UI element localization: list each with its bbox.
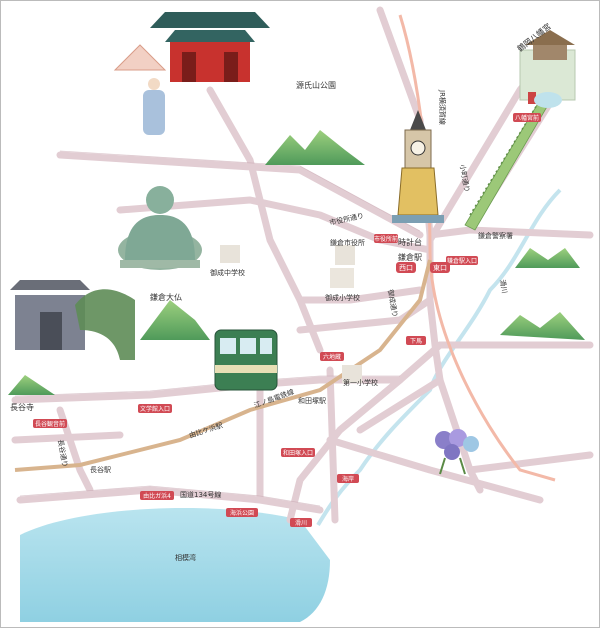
hasedera-gate-illustration — [10, 280, 135, 360]
label-tokeidai: 時計台 — [398, 237, 422, 247]
sign-city-hall: 市役所前 — [374, 234, 398, 243]
sign-rokujizo: 六地蔵 — [320, 352, 344, 361]
clock-tower-illustration — [392, 110, 444, 223]
label-hasedera: 長谷寺 — [10, 403, 34, 412]
sign-kaihinkoen: 海浜公園 — [226, 508, 258, 517]
sign-station-entrance-text: 鎌倉駅入口 — [447, 257, 477, 265]
sign-namerikawa-text: 滑川 — [295, 519, 307, 527]
label-kamakura-city-hall: 鎌倉市役所 — [330, 238, 365, 247]
sign-hase-kannon-text: 長谷観音前 — [35, 420, 65, 428]
hills — [8, 130, 585, 395]
sign-shimobaba: 下馬 — [406, 336, 426, 345]
sign-rokujizo-text: 六地蔵 — [323, 353, 341, 361]
sign-station-entrance: 鎌倉駅入口 — [446, 256, 478, 265]
jr-yokosuka-line — [398, 14, 556, 482]
label-daiichi-shogakko: 第一小学校 — [343, 378, 378, 387]
school-block — [220, 245, 240, 263]
label-kamakura-station: 鎌倉駅 — [398, 252, 422, 262]
sign-namerikawa: 滑川 — [290, 518, 312, 527]
label-wadazuka-station: 和田塚駅 — [298, 396, 326, 405]
office-block — [330, 268, 354, 288]
exit-west: 西口 — [396, 262, 416, 273]
genpei-pond — [534, 92, 562, 108]
sign-yuigahama4-text: 由比ガ浜4 — [143, 492, 171, 500]
sign-kaigan: 海岸 — [337, 474, 359, 483]
enoden-railway — [14, 259, 432, 472]
sign-hachimangu-text: 八幡宮前 — [515, 114, 539, 122]
hydrangea-illustration — [435, 429, 479, 475]
label-jr-yokosuka-line: JR横須賀線 — [438, 89, 447, 125]
exit-west-text: 西口 — [399, 264, 413, 272]
label-kamakura-police: 鎌倉警察署 — [478, 231, 513, 240]
label-namerikawa: 滑川 — [498, 279, 509, 294]
school-block — [342, 365, 362, 383]
label-kamakura-daibutsu: 鎌倉大仏 — [150, 292, 182, 302]
sign-hase-kannon: 長谷観音前 — [33, 419, 67, 428]
sign-bungaku: 文学館入口 — [138, 404, 172, 413]
great-buddha-illustration — [118, 186, 202, 270]
sign-shimobaba-text: 下馬 — [410, 338, 422, 345]
label-hase-station: 長谷駅 — [90, 465, 111, 474]
sanmon-gate-illustration — [150, 12, 270, 82]
sign-wadazuka-text: 和田塚入口 — [283, 449, 313, 457]
sign-bungaku-text: 文学館入口 — [140, 405, 170, 413]
school-block — [335, 245, 355, 265]
label-sagami-bay: 相模湾 — [175, 553, 196, 562]
label-onari-shogakko: 御成小学校 — [325, 293, 360, 302]
label-onari-chugakko: 御成中学校 — [210, 268, 245, 277]
sign-yuigahama4: 由比ガ浜4 — [140, 491, 174, 500]
sign-wadazuka: 和田塚入口 — [281, 448, 315, 457]
exit-east-text: 東口 — [433, 263, 447, 272]
label-genjiyama-park: 源氏山公園 — [296, 80, 336, 90]
umbrella-person-illustration — [113, 44, 167, 135]
sign-city-hall-text: 市役所前 — [374, 235, 398, 243]
label-route134: 国道134号線 — [180, 490, 221, 499]
sign-hachimangu: 八幡宮前 — [513, 113, 541, 122]
exit-east: 東口 — [430, 262, 450, 273]
enoden-tram-illustration — [214, 329, 278, 391]
sea-area — [20, 508, 330, 622]
sign-kaihinkoen-text: 海浜公園 — [230, 509, 254, 517]
sign-kaigan-text: 海岸 — [342, 475, 354, 483]
